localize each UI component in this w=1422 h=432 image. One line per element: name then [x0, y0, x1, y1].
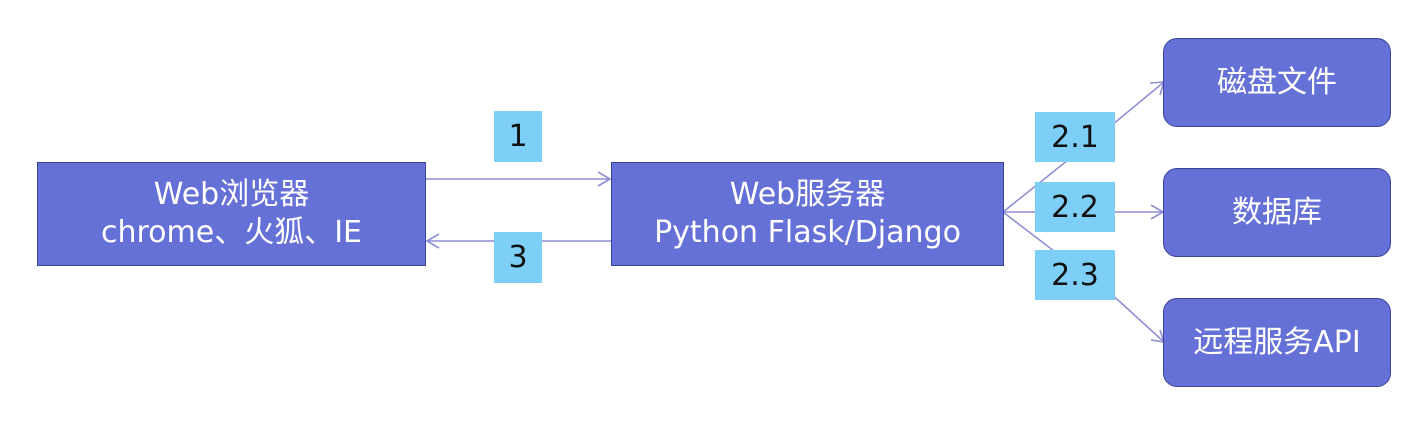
- server-title: Web服务器: [729, 177, 886, 212]
- browser-examples: chrome、火狐、IE: [100, 215, 363, 250]
- server-node: Web服务器 Python Flask/Django: [611, 162, 1004, 266]
- disk-file-node: 磁盘文件: [1163, 38, 1391, 127]
- step-database-label: 2.2: [1035, 182, 1115, 232]
- browser-node: Web浏览器 chrome、火狐、IE: [37, 162, 426, 266]
- remote-api-node: 远程服务API: [1163, 298, 1391, 387]
- edge-response-arrowhead: [425, 233, 440, 249]
- step-request-label: 1: [494, 111, 542, 162]
- edge-to-remote-api: [1002, 211, 1165, 343]
- edge-to-disk: [1002, 81, 1165, 213]
- database-node: 数据库: [1163, 168, 1391, 257]
- edge-request-arrowhead: [597, 171, 612, 187]
- browser-title: Web浏览器: [153, 177, 310, 212]
- remote-api-label: 远程服务API: [1193, 324, 1361, 360]
- server-frameworks: Python Flask/Django: [654, 215, 961, 250]
- disk-file-label: 磁盘文件: [1217, 64, 1337, 100]
- step-disk-label: 2.1: [1035, 112, 1115, 162]
- step-remote-api-label: 2.3: [1035, 250, 1115, 300]
- database-label: 数据库: [1232, 194, 1322, 230]
- step-response-label: 3: [494, 232, 542, 283]
